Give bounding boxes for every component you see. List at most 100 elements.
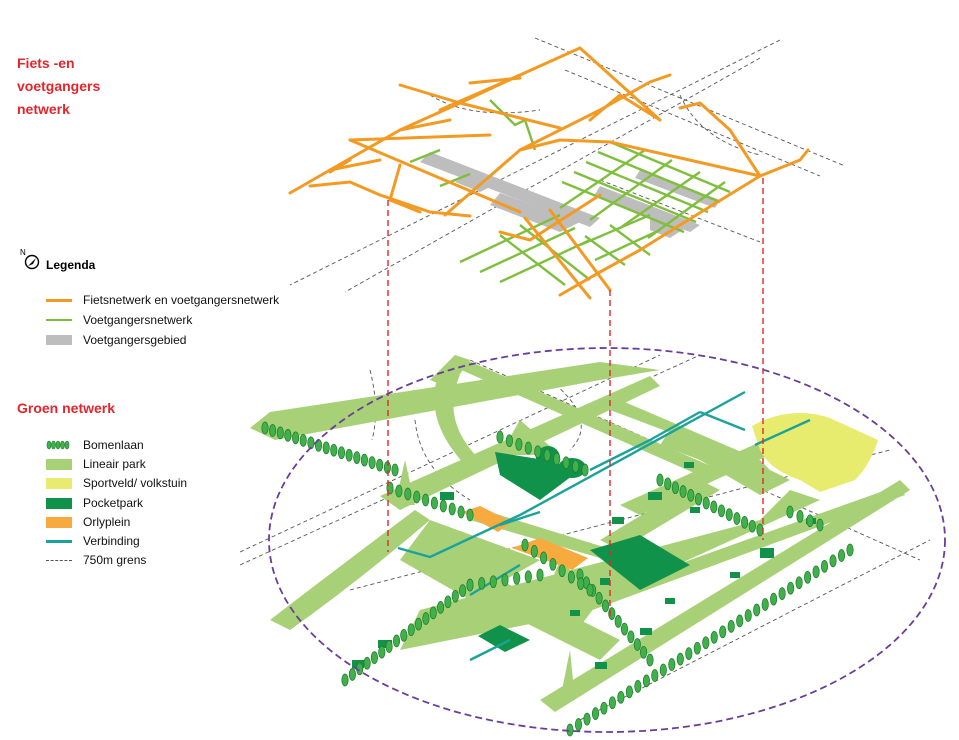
tree-icon (796, 509, 804, 523)
tree-icon (806, 514, 814, 528)
tree-icon (501, 573, 509, 587)
linear-parks (250, 355, 910, 712)
tree-icon (651, 669, 659, 682)
tree-icon (600, 701, 608, 715)
legend-item-boundary: 750m grens (46, 551, 146, 569)
tree-icon (567, 570, 575, 584)
tree-icon (642, 674, 650, 688)
legend-item-walk: Voetgangersnetwerk (46, 311, 192, 329)
tree-icon (733, 512, 741, 525)
tree-icon (307, 436, 315, 450)
tree-icon (524, 570, 532, 584)
tree-icon (614, 615, 622, 628)
tree-icon (748, 519, 756, 533)
tree-icon (515, 437, 523, 451)
network-title-line: voetgangers (17, 78, 101, 94)
tree-icon (640, 645, 648, 659)
tree-icon (679, 485, 687, 498)
tree-icon (646, 653, 654, 667)
projection-lines (387, 178, 764, 620)
legend-swatch-walk (46, 319, 72, 321)
tree-icon (778, 587, 786, 600)
tree-icon (719, 625, 727, 639)
tree-icon (540, 551, 548, 565)
tree-icon (756, 523, 764, 537)
tree-icon (370, 651, 378, 664)
tree-icon (741, 515, 749, 529)
legend-label: 750m grens (83, 553, 147, 567)
tree-icon (322, 441, 330, 455)
tree-icon (634, 680, 642, 693)
tree-icon (444, 595, 452, 609)
tree-icon (549, 557, 557, 571)
legend-label: Orlyplein (83, 515, 131, 529)
legend-heading: Legenda (46, 258, 96, 272)
tree-icon (820, 560, 829, 573)
tree-icon (812, 565, 820, 579)
north-letter: N (20, 248, 26, 257)
tree-icon (608, 696, 616, 710)
cycle-network (288, 46, 810, 300)
legend-swatch-cycle (46, 298, 72, 302)
tree-icon (816, 518, 824, 532)
tree-icon (685, 647, 693, 660)
tree-icon (553, 452, 561, 466)
tree-icon (736, 614, 744, 628)
tree-icon (625, 685, 633, 699)
tree-icon (392, 634, 401, 648)
tree-icon (466, 578, 474, 592)
tree-icon (753, 603, 761, 617)
tree-icon (284, 429, 292, 442)
tree-icon (577, 577, 585, 590)
tree-row-icon (46, 440, 70, 450)
tree-icon (448, 502, 456, 516)
tree-icon (376, 458, 384, 472)
tree-icon (368, 456, 376, 469)
legend-label: Voetgangersgebied (83, 333, 187, 347)
tree-icon (299, 434, 307, 447)
tree-icon (363, 656, 371, 670)
legend-item-plaza: Orlyplein (46, 513, 130, 531)
tree-icon (829, 554, 837, 568)
tree-icon (337, 446, 346, 460)
tree-icon (620, 622, 629, 636)
tree-icon (459, 584, 467, 597)
tree-icon (353, 451, 361, 464)
tree-icon (702, 636, 710, 650)
walk-network (409, 99, 731, 286)
tree-icon (414, 617, 423, 631)
tree-icon (787, 581, 795, 595)
tree-icon (422, 612, 430, 625)
legend-item-cycle: Fietsnetwerk en voetgangersnetwerk (46, 291, 279, 309)
tree-icon (395, 484, 403, 498)
green-network-title: Groen netwerk (17, 400, 116, 416)
tree-icon (536, 568, 544, 582)
tree-icon (496, 430, 504, 444)
tree-icon (505, 434, 513, 448)
tree-icon (261, 421, 269, 435)
boundary-ellipse (268, 347, 946, 733)
tree-icon (521, 538, 529, 552)
tree-icon (513, 571, 521, 585)
legend-swatch-pocket (46, 497, 72, 509)
legend-label: Bomenlaan (83, 438, 144, 452)
network-title: Fiets -en voetgangers netwerk (17, 52, 100, 121)
tree-icon (524, 441, 532, 455)
network-title-line: Fiets -en (17, 55, 75, 71)
tree-icon (837, 549, 846, 562)
legend-label: Verbinding (83, 534, 140, 548)
tree-icon (583, 712, 591, 726)
tree-icon (761, 598, 769, 611)
tree-icon (591, 707, 600, 720)
tree-icon (404, 487, 412, 501)
tree-icon (617, 690, 625, 704)
tree-icon (360, 453, 368, 467)
legend-label: Voetgangersnetwerk (83, 313, 193, 327)
tree-icon (627, 630, 635, 644)
legend-item-trees: Bomenlaan (46, 436, 144, 454)
tree-icon (437, 601, 445, 614)
legend-item-pocket: Pocketpark (46, 494, 143, 512)
legend-label: Fietsnetwerk en voetgangersnetwerk (83, 293, 280, 307)
tree-icon (659, 663, 667, 677)
